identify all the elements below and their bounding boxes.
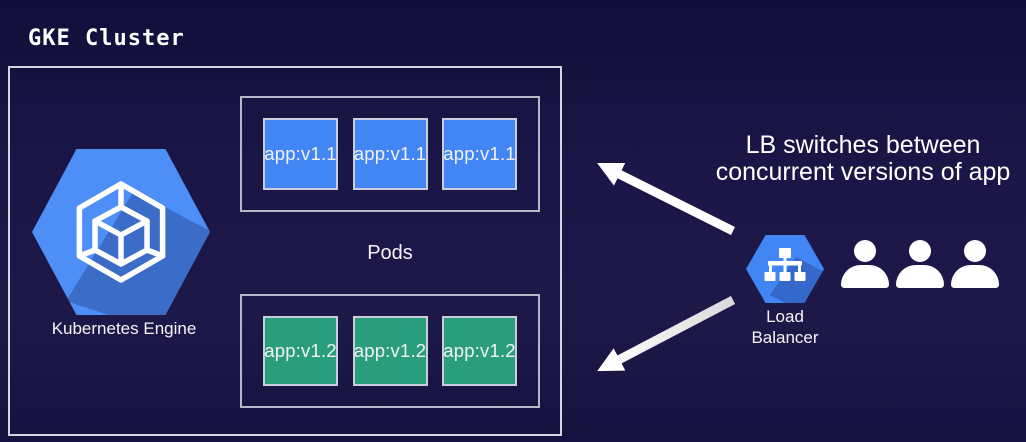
user-icon bbox=[896, 240, 944, 288]
user-torso bbox=[841, 265, 889, 288]
kubernetes-engine-label: Kubernetes Engine bbox=[51, 319, 197, 338]
users-group bbox=[841, 240, 999, 288]
load-balancer-label-line2: Balancer bbox=[751, 328, 819, 347]
network-tree-glyph bbox=[764, 248, 806, 281]
load-balancer-icon bbox=[746, 235, 824, 303]
diagram-title: GKE Cluster bbox=[28, 26, 185, 51]
pod-v1-2: app:v1.1 bbox=[352, 118, 428, 190]
user-head bbox=[964, 240, 986, 262]
gke-cluster-boundary: Kubernetes Engine app:v1.1 app:v1.1 app:… bbox=[8, 66, 562, 436]
pods-group-v2: app:v1.2 app:v1.2 app:v1.2 bbox=[240, 294, 540, 408]
pods-label: Pods bbox=[367, 242, 413, 264]
load-balancer-label: Load Balancer bbox=[730, 306, 840, 348]
pod-v2-1: app:v1.2 bbox=[263, 316, 338, 386]
user-icon bbox=[841, 240, 889, 288]
lb-annotation-line2: concurrent versions of app bbox=[715, 158, 1011, 186]
pod-v1-3: app:v1.1 bbox=[442, 118, 517, 190]
user-torso bbox=[896, 265, 944, 288]
user-torso bbox=[951, 265, 999, 288]
arrow-to-v2-pods bbox=[597, 296, 736, 372]
user-icon bbox=[951, 240, 999, 288]
pod-v1-1: app:v1.1 bbox=[263, 118, 338, 190]
kubernetes-engine-icon bbox=[32, 149, 210, 315]
pod-v2-3: app:v1.2 bbox=[442, 316, 517, 386]
pods-group-v1: app:v1.1 app:v1.1 app:v1.1 bbox=[240, 96, 540, 212]
pod-v2-2: app:v1.2 bbox=[352, 316, 428, 386]
user-head bbox=[909, 240, 931, 262]
lb-annotation-line1: LB switches between bbox=[745, 131, 981, 159]
lb-annotation: LB switches between concurrent versions … bbox=[698, 132, 1026, 186]
user-head bbox=[854, 240, 876, 262]
load-balancer-label-line1: Load bbox=[766, 307, 804, 326]
